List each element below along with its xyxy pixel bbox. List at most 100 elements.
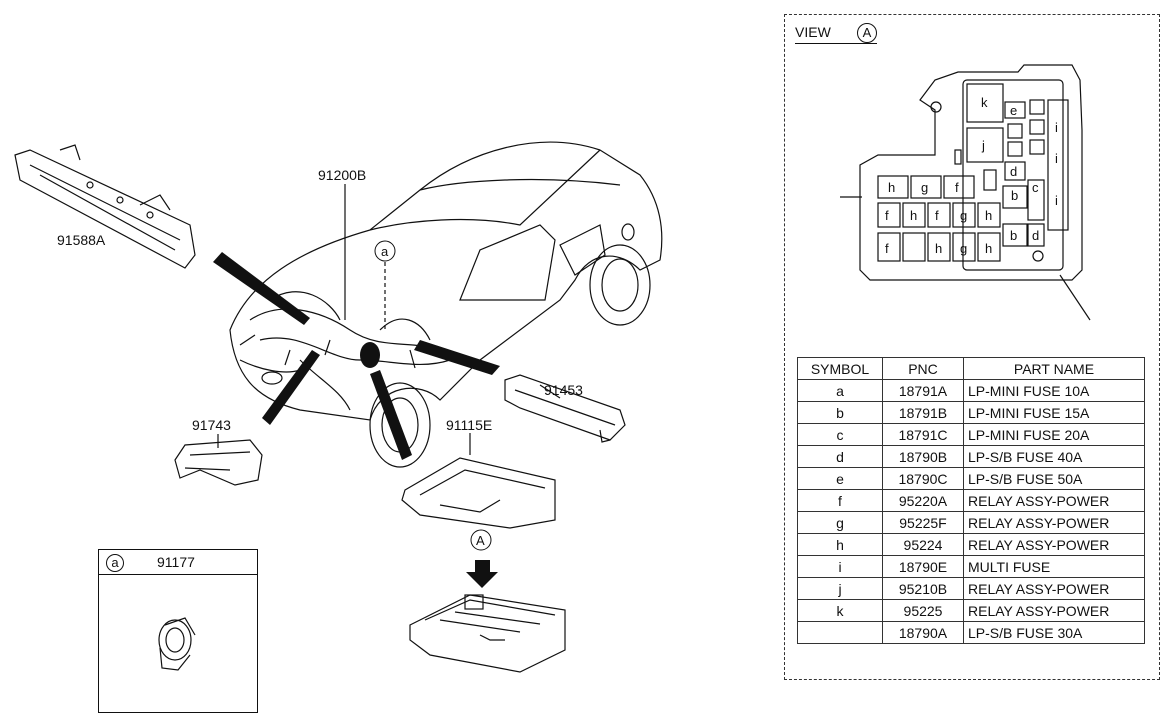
row-pnc: 18791B <box>882 401 964 424</box>
row-symbol: h <box>797 533 883 556</box>
pointer-arrows <box>213 252 500 460</box>
callout-a-circle <box>374 240 396 262</box>
header-pnc: PNC <box>882 357 964 380</box>
cell-b-1: b <box>1011 188 1018 203</box>
callout-91177-box: a 91177 <box>98 549 258 713</box>
cell-d-2: d <box>1032 228 1039 243</box>
row-part-name: LP-S/B FUSE 40A <box>963 445 1145 468</box>
row-symbol: e <box>797 467 883 490</box>
row-symbol: d <box>797 445 883 468</box>
row-part-name: RELAY ASSY-POWER <box>963 599 1145 622</box>
label-91588a: 91588A <box>57 232 106 248</box>
cell-i-2: i <box>1055 151 1058 166</box>
view-fuse-cells <box>877 83 1069 262</box>
label-91200b: 91200B <box>318 167 366 183</box>
cell-e: e <box>1010 103 1017 118</box>
grommet-91177 <box>158 617 196 671</box>
cell-d-1: d <box>1010 164 1017 179</box>
part-91588a-bracket <box>14 144 196 269</box>
label-91453: 91453 <box>544 382 583 398</box>
row-symbol: c <box>797 423 883 446</box>
cell-g-3: g <box>960 241 967 256</box>
row-part-name: LP-MINI FUSE 20A <box>963 423 1145 446</box>
row-part-name: RELAY ASSY-POWER <box>963 533 1145 556</box>
row-part-name: RELAY ASSY-POWER <box>963 511 1145 534</box>
view-title: VIEW <box>795 24 831 40</box>
callout-part-number: 91177 <box>157 554 195 570</box>
cell-f-1: f <box>955 180 959 195</box>
row-part-name: LP-MINI FUSE 15A <box>963 401 1145 424</box>
row-part-name: RELAY ASSY-POWER <box>963 577 1145 600</box>
view-cell-letters: k e j d b c h g f f h f g h b d f h g h … <box>885 95 1058 256</box>
header-symbol: SYMBOL <box>797 357 883 380</box>
callout-a-letter: a <box>381 244 389 259</box>
row-pnc: 95225F <box>882 511 964 534</box>
cell-h-3: h <box>985 208 992 223</box>
callout-A-letter: A <box>476 533 485 548</box>
cell-f-3: f <box>935 208 939 223</box>
row-symbol: k <box>797 599 883 622</box>
cell-i-1: i <box>1055 120 1058 135</box>
cell-k: k <box>981 95 988 110</box>
cell-h-4: h <box>935 241 942 256</box>
cell-g-2: g <box>960 208 967 223</box>
row-part-name: LP-S/B FUSE 50A <box>963 467 1145 490</box>
row-pnc: 18790C <box>882 467 964 490</box>
cell-h-5: h <box>985 241 992 256</box>
cell-b-2: b <box>1010 228 1017 243</box>
cell-c: c <box>1032 180 1039 195</box>
row-symbol: j <box>797 577 883 600</box>
label-91743: 91743 <box>192 417 231 433</box>
row-part-name: LP-S/B FUSE 30A <box>963 621 1145 644</box>
fuse-box-body <box>409 594 566 673</box>
row-pnc: 18790B <box>882 445 964 468</box>
callout-A-circle <box>470 529 492 551</box>
row-part-name: MULTI FUSE <box>963 555 1145 578</box>
row-symbol: a <box>797 379 883 402</box>
cell-g-1: g <box>921 180 928 195</box>
row-symbol <box>797 621 883 644</box>
cell-f-4: f <box>885 241 889 256</box>
label-91115e: 91115E <box>446 417 492 433</box>
row-symbol: f <box>797 489 883 512</box>
row-pnc: 95225 <box>882 599 964 622</box>
row-pnc: 18791C <box>882 423 964 446</box>
cell-i-3: i <box>1055 193 1058 208</box>
part-91453-bracket <box>504 374 626 443</box>
view-title-underline <box>795 43 877 44</box>
callout-symbol: a <box>106 554 124 572</box>
cell-h-2: h <box>910 208 917 223</box>
row-pnc: 18791A <box>882 379 964 402</box>
row-part-name: RELAY ASSY-POWER <box>963 489 1145 512</box>
row-pnc: 95220A <box>882 489 964 512</box>
row-pnc: 95224 <box>882 533 964 556</box>
cell-f-2: f <box>885 208 889 223</box>
table-header-row: SYMBOL PNC PART NAME <box>797 357 1145 380</box>
callout-header: a 91177 <box>99 550 257 575</box>
row-pnc: 18790A <box>882 621 964 644</box>
cell-h-1: h <box>888 180 895 195</box>
row-pnc: 18790E <box>882 555 964 578</box>
header-part-name: PART NAME <box>963 357 1145 380</box>
part-91743-bracket <box>174 439 263 486</box>
view-fuse-box-outline <box>840 64 1091 321</box>
fuse-box-cover <box>401 457 556 529</box>
row-symbol: i <box>797 555 883 578</box>
row-part-name: LP-MINI FUSE 10A <box>963 379 1145 402</box>
row-pnc: 95210B <box>882 577 964 600</box>
cell-j: j <box>981 138 985 153</box>
